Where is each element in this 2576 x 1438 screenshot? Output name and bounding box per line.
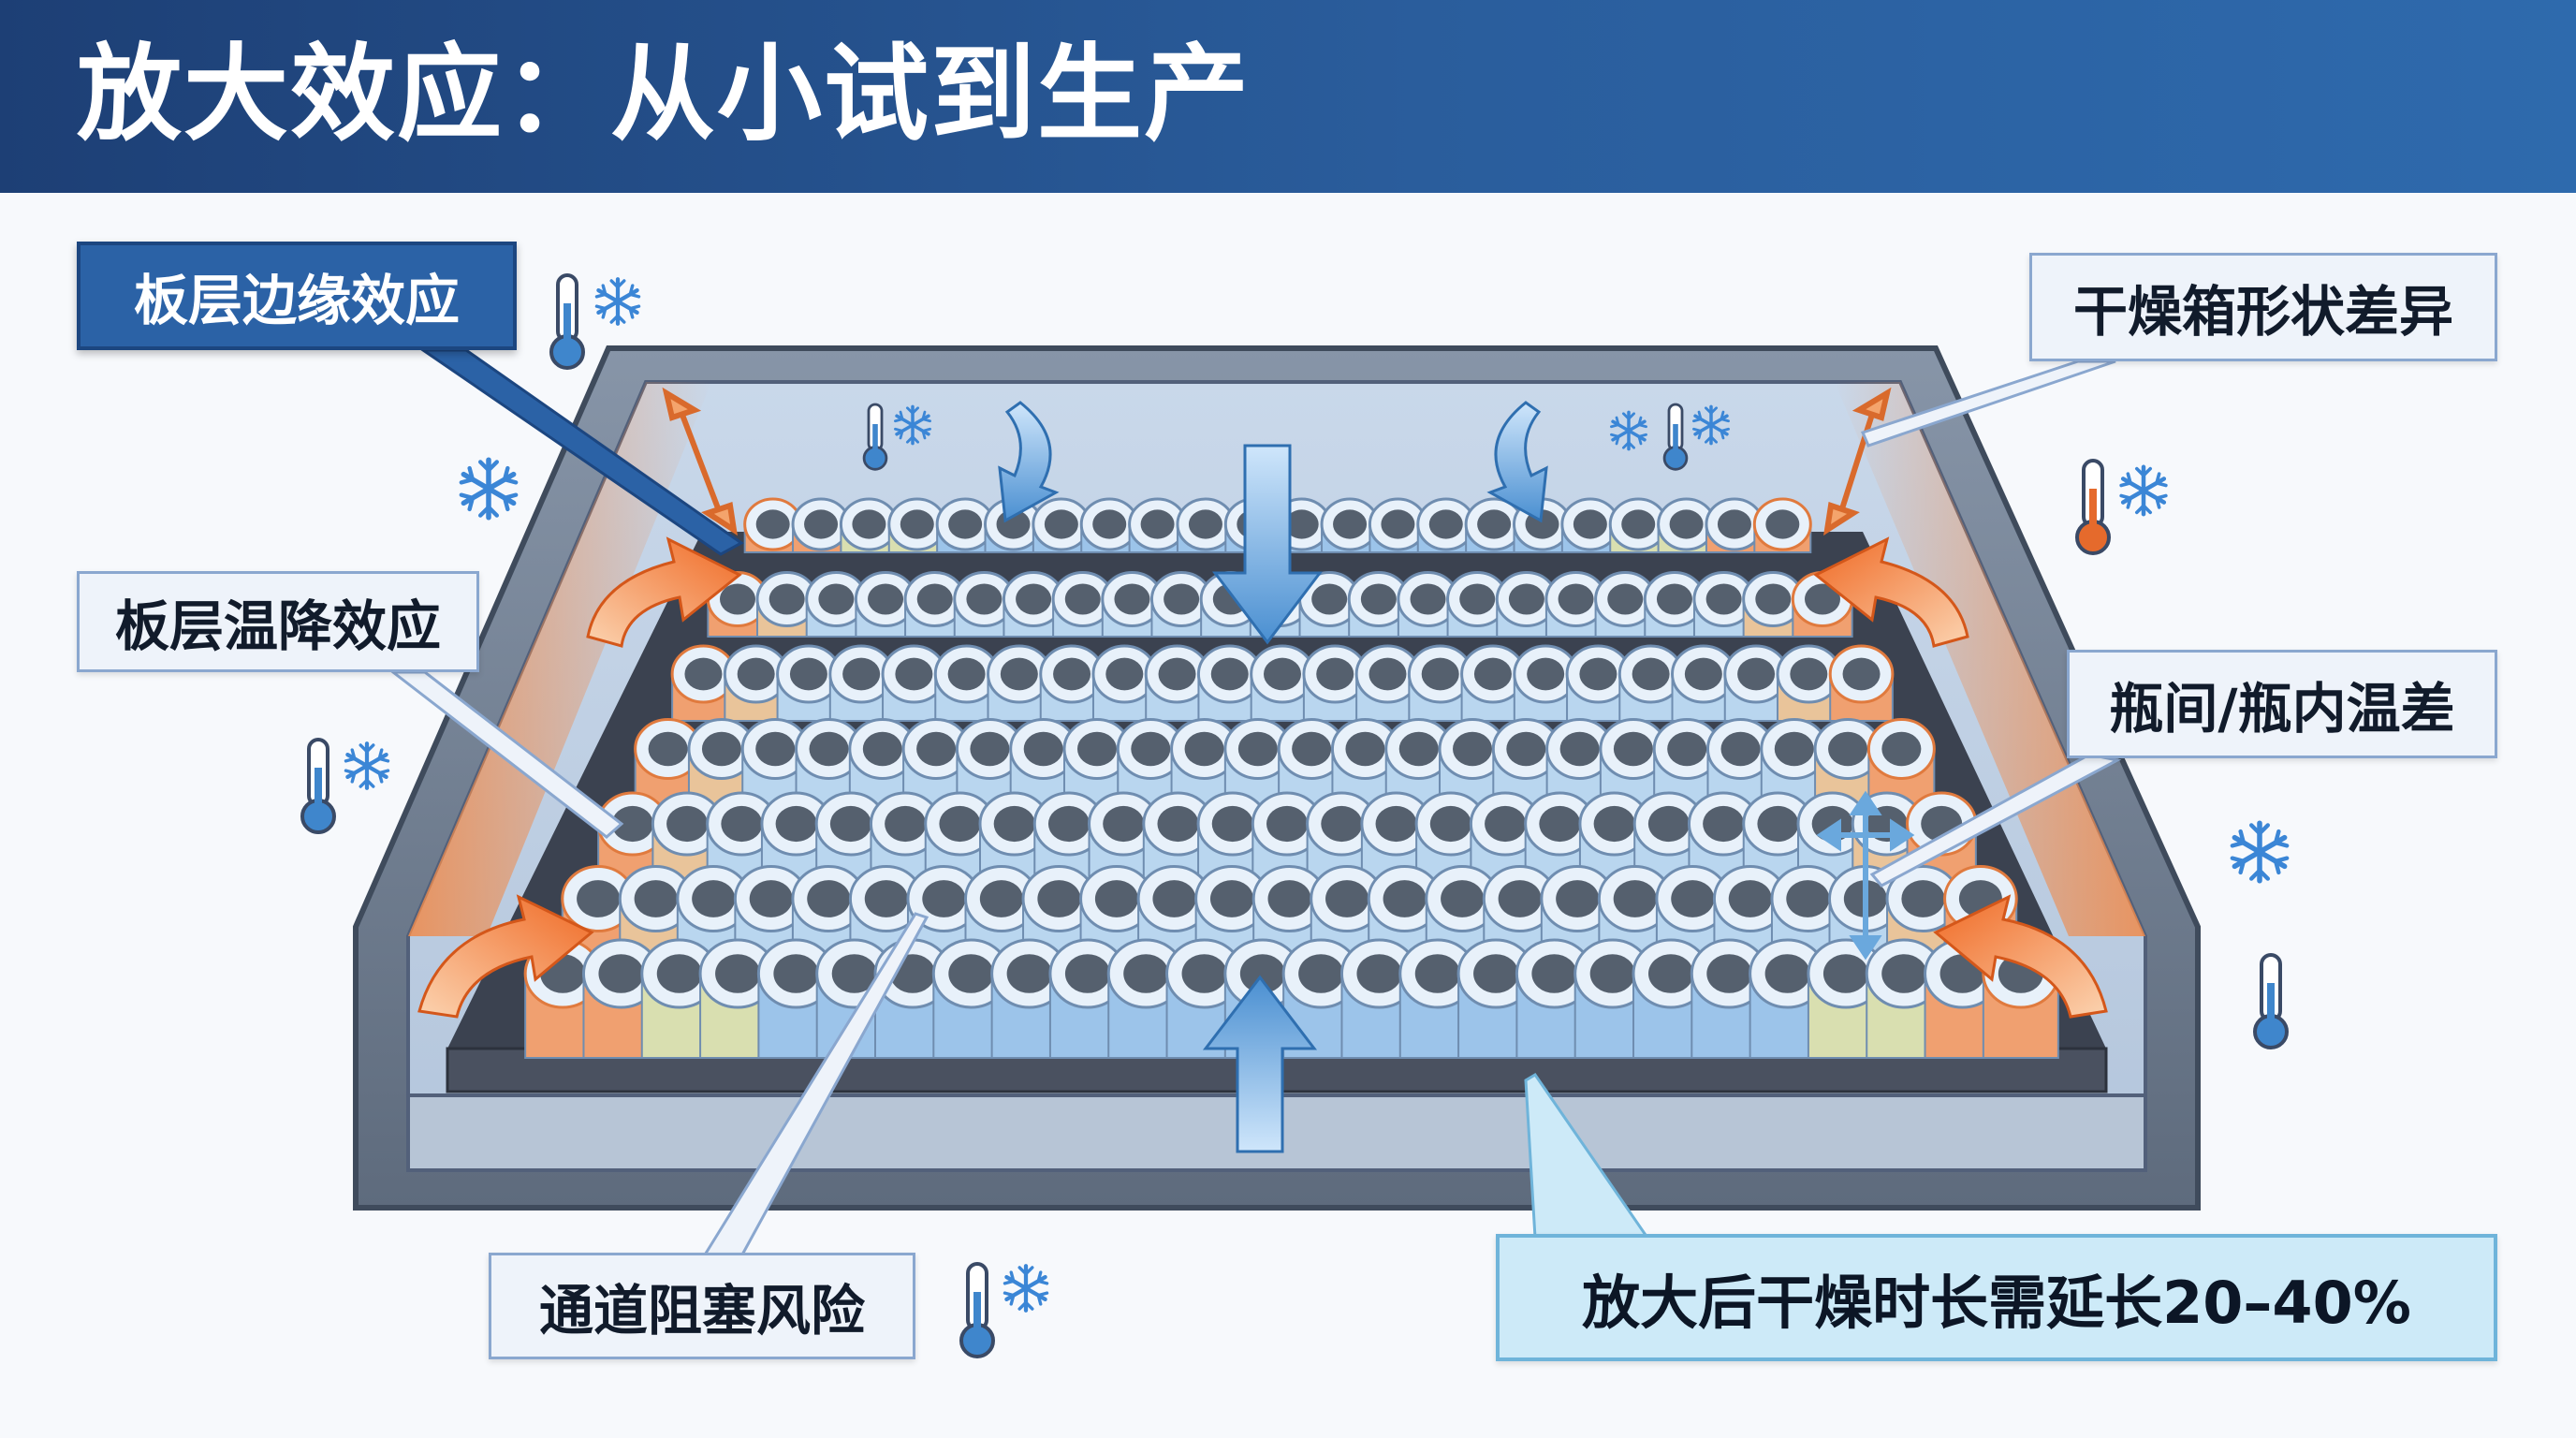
vial	[596, 791, 668, 890]
vial	[984, 497, 1043, 553]
vial	[1560, 497, 1620, 553]
snowflake-icon	[344, 741, 390, 790]
vial	[839, 497, 899, 553]
vial	[1866, 718, 1936, 806]
vial	[1657, 497, 1717, 553]
label-chamber-shape: 干燥箱形状差异	[2029, 253, 2497, 361]
snowflake-icon	[1003, 1264, 1049, 1313]
snowflake-icon	[459, 457, 519, 521]
vial	[1128, 497, 1188, 553]
vial	[1360, 791, 1432, 890]
vial	[854, 571, 917, 638]
thermometer-snowflake-icons	[300, 273, 2290, 1358]
vial	[743, 497, 803, 553]
heat-arrow-icon	[417, 536, 2108, 1019]
leader-lines	[388, 348, 2122, 1258]
thermometer-icon	[862, 403, 888, 471]
vial	[1176, 497, 1236, 553]
label-channel-blockage: 通道阻塞风险	[489, 1253, 915, 1359]
label-vial-temp-diff: 瓶间/瓶内温差	[2067, 650, 2497, 758]
cross-arrow-icon	[1816, 790, 1915, 961]
thermometer-icon	[2075, 459, 2111, 555]
vial	[1705, 497, 1764, 553]
vial	[1032, 497, 1091, 553]
vial	[1752, 497, 1812, 553]
thermometer-icon	[549, 273, 585, 370]
snowflake-icon	[1610, 410, 1647, 451]
thermometer-icon	[300, 738, 336, 834]
vial	[1464, 497, 1524, 553]
vial	[1828, 644, 1895, 722]
double-arrow-icon	[662, 387, 1892, 536]
snowflake-icon	[2119, 464, 2168, 517]
cold-flow-arrow-icon	[998, 401, 1548, 1153]
vial	[1397, 571, 1459, 638]
freeze-dryer-diagram	[300, 273, 2290, 1358]
snowflake-icon	[594, 277, 641, 326]
page-title: 放大效应：从小试到生产	[77, 34, 1251, 155]
thermometer-icon	[959, 1262, 995, 1358]
vial	[1196, 791, 1268, 890]
vial	[887, 497, 947, 553]
vial	[1515, 938, 1593, 1059]
vial	[1692, 571, 1755, 638]
vial	[1608, 497, 1668, 553]
label-edge-effect: 板层边缘效应	[77, 242, 517, 350]
thermometer-icon	[2253, 953, 2289, 1049]
vial	[1091, 644, 1158, 722]
label-drying-time: 放大后干燥时长需延长20–40%	[1496, 1234, 2497, 1361]
snowflake-icon	[2230, 820, 2290, 884]
vial	[1544, 571, 1607, 638]
label-shelf-temp-drop: 板层温降效应	[77, 571, 479, 672]
vial	[1791, 571, 1854, 638]
vial	[1368, 497, 1427, 553]
vial-array	[523, 497, 2060, 1059]
thermometer-icon	[1662, 403, 1689, 471]
vial	[1594, 571, 1657, 638]
vial	[1671, 644, 1736, 722]
snowflake-icon	[894, 404, 931, 446]
title-bar: 放大效应：从小试到生产	[0, 0, 2576, 193]
snowflake-icon	[1692, 404, 1730, 446]
vial	[791, 497, 851, 553]
